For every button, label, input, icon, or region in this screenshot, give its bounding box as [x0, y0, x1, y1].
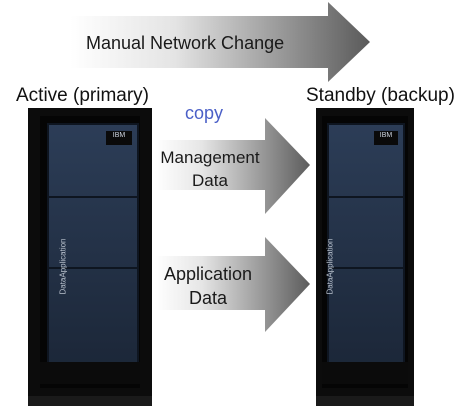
- management-line2: Data: [192, 170, 228, 190]
- active-logo-text: IBM: [112, 132, 126, 139]
- active-rack-brand: DataApplication: [58, 238, 68, 295]
- standby-rack-brand: DataApplication: [325, 238, 335, 295]
- application-line1: Application: [163, 264, 253, 284]
- application-data-label: Application Data: [150, 262, 266, 311]
- application-line2: Data: [188, 288, 228, 309]
- active-ibm-logo: [106, 131, 132, 145]
- copy-label: copy: [185, 103, 224, 123]
- standby-ibm-logo: [374, 131, 398, 145]
- standby-rack-title: Standby (backup): [306, 85, 455, 106]
- management-data-label: Management Data: [152, 147, 268, 193]
- management-line1: Management: [160, 148, 260, 167]
- manual-change-label: Manual Network Change: [86, 33, 285, 53]
- active-rack-title: Active (primary): [16, 85, 150, 106]
- standby-logo-text: IBM: [379, 132, 393, 139]
